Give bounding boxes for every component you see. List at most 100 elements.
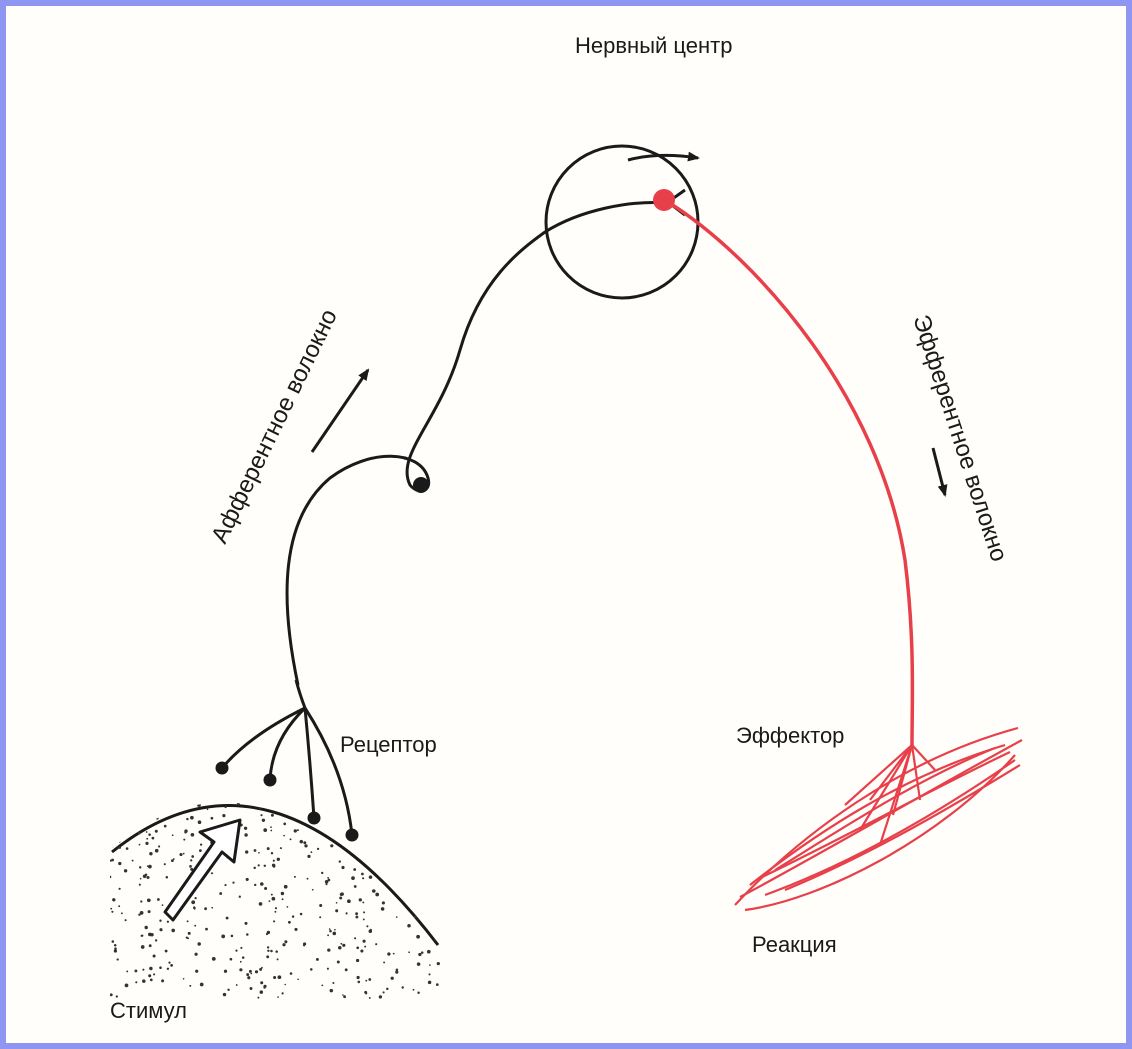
tissue-dot: [154, 799, 156, 801]
tissue-dot: [249, 970, 252, 973]
tissue-dot: [152, 837, 155, 840]
tissue-dot: [383, 800, 385, 802]
tissue-dot: [268, 761, 270, 763]
tissue-dot: [422, 902, 424, 904]
tissue-dot: [221, 784, 224, 787]
tissue-dot: [387, 952, 390, 955]
tissue-dot: [297, 829, 299, 831]
tissue-dot: [417, 919, 419, 921]
tissue-dot: [424, 837, 427, 840]
tissue-dot: [429, 778, 432, 781]
tissue-dot: [354, 885, 357, 888]
tissue-dot: [302, 767, 305, 770]
tissue-dot: [342, 944, 345, 947]
tissue-dot: [259, 902, 263, 906]
tissue-dot: [258, 781, 260, 783]
tissue-dot: [274, 911, 276, 913]
tissue-dot: [416, 766, 419, 769]
tissue-dot: [426, 883, 428, 885]
tissue-dot: [397, 811, 399, 813]
tissue-dot: [110, 859, 112, 861]
tissue-dot: [294, 928, 297, 931]
tissue-dot: [294, 829, 297, 832]
tissue-dot: [358, 782, 360, 784]
tissue-dot: [401, 986, 403, 988]
tissue-dot: [361, 829, 363, 831]
tissue-dot: [326, 777, 329, 780]
tissue-dot: [359, 775, 361, 777]
tissue-dot: [362, 877, 364, 879]
tissue-dot: [163, 759, 166, 762]
efferent-fiber: [668, 202, 912, 745]
tissue-dot: [290, 972, 293, 975]
tissue-dot: [303, 775, 305, 777]
tissue-dot: [129, 765, 132, 768]
tissue-dot: [429, 964, 431, 966]
efferent-cell-body: [653, 189, 675, 211]
tissue-dot: [139, 844, 141, 846]
tissue-dot: [340, 943, 342, 945]
tissue-dot: [432, 847, 435, 850]
tissue-dot: [183, 978, 185, 980]
tissue-dot: [245, 850, 248, 853]
tissue-dot: [199, 849, 202, 852]
tissue-dot: [355, 912, 358, 915]
tissue-dot: [114, 820, 118, 824]
tissue-dot: [360, 856, 363, 859]
tissue-dot: [435, 911, 438, 914]
tissue-dot: [191, 855, 194, 858]
tissue-dot: [121, 912, 123, 914]
tissue-dot: [161, 979, 164, 982]
tissue-dot: [411, 805, 413, 807]
afferent-fiber-label: Афферентное волокно: [206, 305, 343, 548]
tissue-dot: [408, 805, 412, 809]
tissue-dot: [232, 882, 234, 884]
tissue-dot: [297, 978, 299, 980]
tissue-dot: [118, 862, 121, 865]
tissue-dot: [158, 845, 160, 847]
tissue-dot: [354, 800, 357, 803]
tissue-dot: [223, 993, 226, 996]
tissue-dot: [296, 810, 299, 813]
tissue-dot: [118, 905, 120, 907]
tissue-dot: [366, 774, 368, 776]
tissue-dot: [227, 989, 229, 991]
tissue-dot: [240, 961, 242, 963]
tissue-dot: [332, 824, 335, 827]
muscle-effector: [735, 728, 1022, 910]
tissue-dot: [356, 959, 359, 962]
tissue-dot: [426, 815, 430, 819]
tissue-dot: [235, 950, 237, 952]
tissue-dot: [240, 947, 242, 949]
tissue-dot: [246, 973, 249, 976]
tissue-dot: [354, 937, 356, 939]
tissue-dot: [200, 983, 204, 987]
afferent-fiber: [287, 202, 668, 685]
tissue-dot: [111, 845, 114, 848]
tissue-dot: [384, 803, 386, 805]
tissue-dot: [369, 997, 371, 999]
tissue-dot: [405, 823, 407, 825]
tissue-dot: [358, 981, 361, 984]
tissue-dot: [360, 809, 362, 811]
tissue-dot: [427, 950, 431, 954]
tissue-dot: [275, 950, 278, 953]
tissue-dot: [198, 820, 202, 824]
tissue-dot: [115, 803, 117, 805]
tissue-dot: [363, 940, 366, 943]
tissue-dot: [162, 795, 164, 797]
tissue-dot: [327, 968, 329, 970]
tissue-dot: [420, 814, 423, 817]
tissue-dot: [138, 832, 141, 835]
tissue-dot: [323, 812, 327, 816]
tissue-dot: [226, 917, 229, 920]
tissue-dot: [138, 776, 141, 779]
tissue-dot: [376, 772, 379, 775]
tissue-dot: [224, 884, 226, 886]
tissue-dot: [254, 884, 256, 886]
tissue-dot: [374, 843, 377, 846]
tissue-dot: [415, 850, 419, 854]
tissue-dot: [126, 970, 128, 972]
tissue-dot: [361, 843, 363, 845]
tissue-dot: [434, 937, 438, 941]
